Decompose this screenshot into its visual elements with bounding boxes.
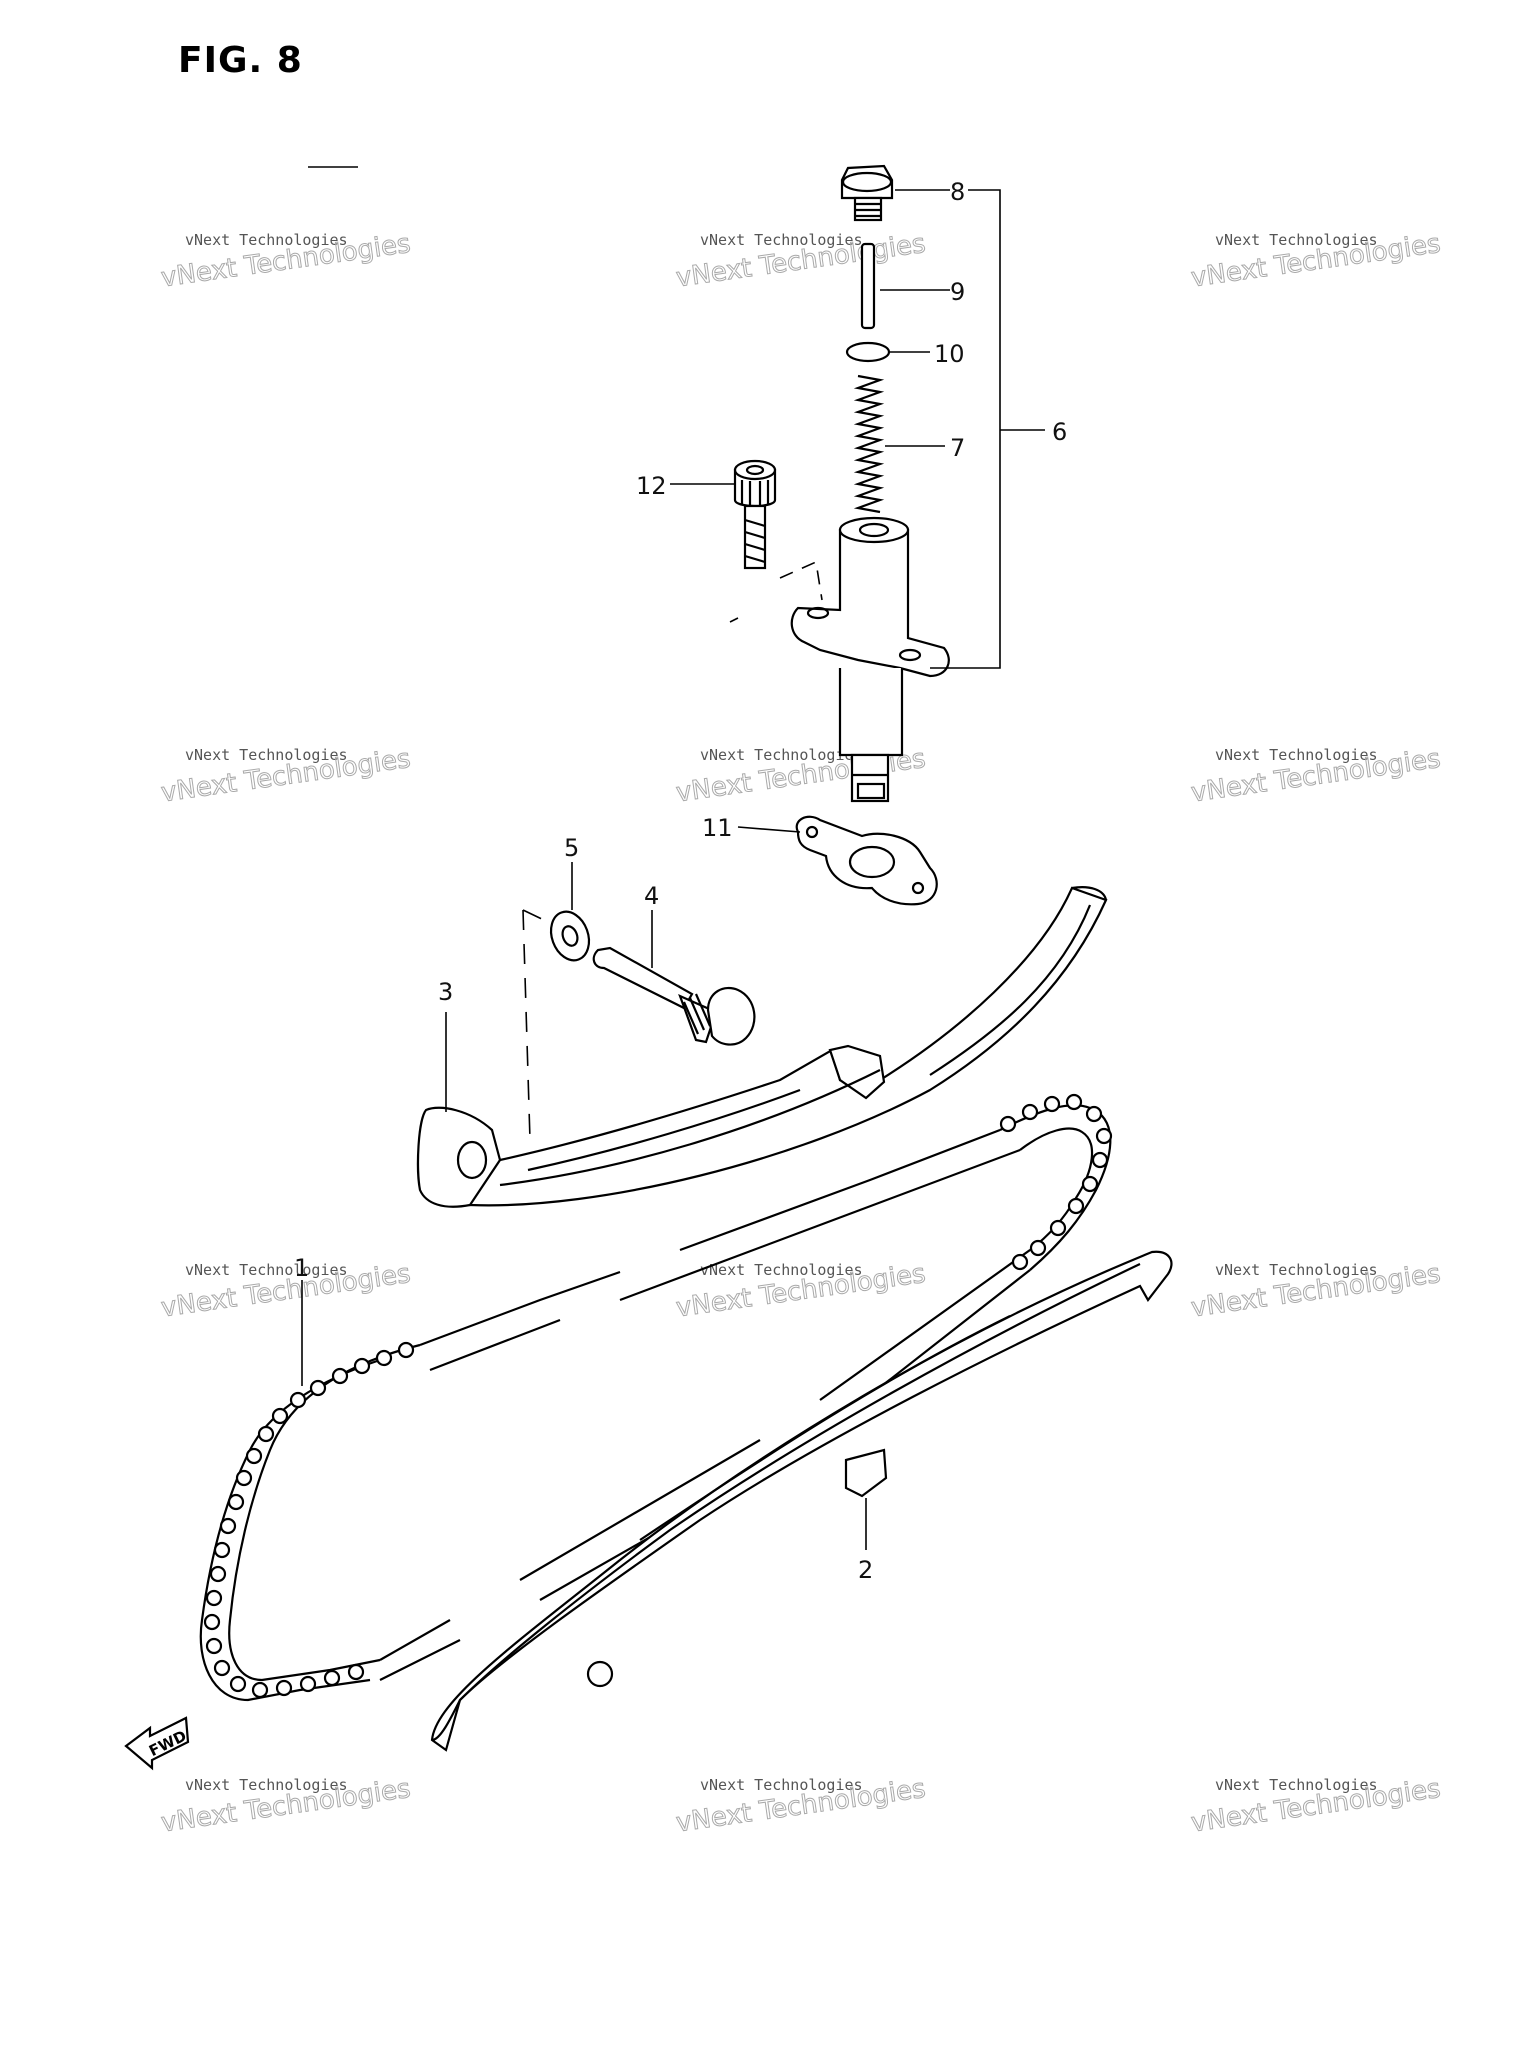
callout-8: 8 [950, 178, 965, 206]
svg-text:vNext Technologies: vNext Technologies [185, 1261, 348, 1279]
chain-rollers [203, 1093, 1113, 1699]
tensioner-assembly-part [790, 516, 950, 803]
gasket-part [795, 815, 938, 906]
callout-12: 12 [636, 472, 667, 500]
callout-1: 1 [294, 1254, 309, 1282]
pivot-bolt-part [592, 946, 756, 1046]
callout-9: 9 [950, 278, 965, 306]
callout-10: 10 [934, 340, 965, 368]
callout-4: 4 [644, 882, 659, 910]
tensioner-guide-part [416, 886, 1108, 1208]
callout-2: 2 [858, 1556, 873, 1584]
cam-chain-part [199, 1093, 1113, 1702]
svg-text:vNext Technologies: vNext Technologies [700, 231, 863, 249]
svg-text:vNext Technologies: vNext Technologies [700, 746, 863, 764]
spring-part [853, 374, 885, 514]
rod-part [860, 242, 876, 330]
forward-direction-arrow: FWD [124, 1716, 189, 1771]
cap-bolt-part [840, 164, 894, 222]
svg-text:vNext Technologies: vNext Technologies [185, 746, 348, 764]
callout-labels: 1 2 3 4 5 6 7 8 9 10 11 12 [294, 178, 1067, 1584]
svg-text:vNext Technologies: vNext Technologies [1215, 231, 1378, 249]
washer-part [549, 910, 591, 962]
pivot-alignment-dash [522, 909, 549, 1141]
svg-text:vNext Technologies: vNext Technologies [700, 1776, 863, 1794]
bolt-part [733, 459, 777, 570]
callout-7: 7 [950, 434, 965, 462]
callout-11: 11 [702, 814, 733, 842]
figure-title: FIG. 8 [178, 40, 303, 81]
svg-text:vNext Technologies: vNext Technologies [185, 231, 348, 249]
callout-5: 5 [564, 834, 579, 862]
bolt-alignment-dash [729, 560, 823, 623]
svg-text:vNext Technologies: vNext Technologies [1215, 746, 1378, 764]
svg-text:vNext Technologies: vNext Technologies [1215, 1776, 1378, 1794]
svg-text:vNext Technologies: vNext Technologies [1215, 1261, 1378, 1279]
chain-guide-part [430, 1250, 1173, 1752]
callout-3: 3 [438, 978, 453, 1006]
svg-text:vNext Technologies: vNext Technologies [700, 1261, 863, 1279]
o-ring-part [845, 341, 891, 363]
callout-6: 6 [1052, 418, 1067, 446]
svg-text:vNext Technologies: vNext Technologies [185, 1776, 348, 1794]
callout-leaders [301, 189, 1045, 1550]
